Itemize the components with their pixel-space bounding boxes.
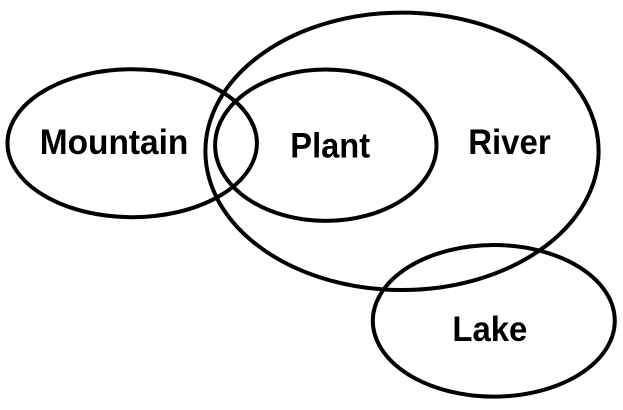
svg-text:Plant: Plant [290,126,370,165]
svg-text:Mountain: Mountain [40,123,189,162]
svg-text:Lake: Lake [452,310,527,349]
svg-text:River: River [468,123,551,162]
